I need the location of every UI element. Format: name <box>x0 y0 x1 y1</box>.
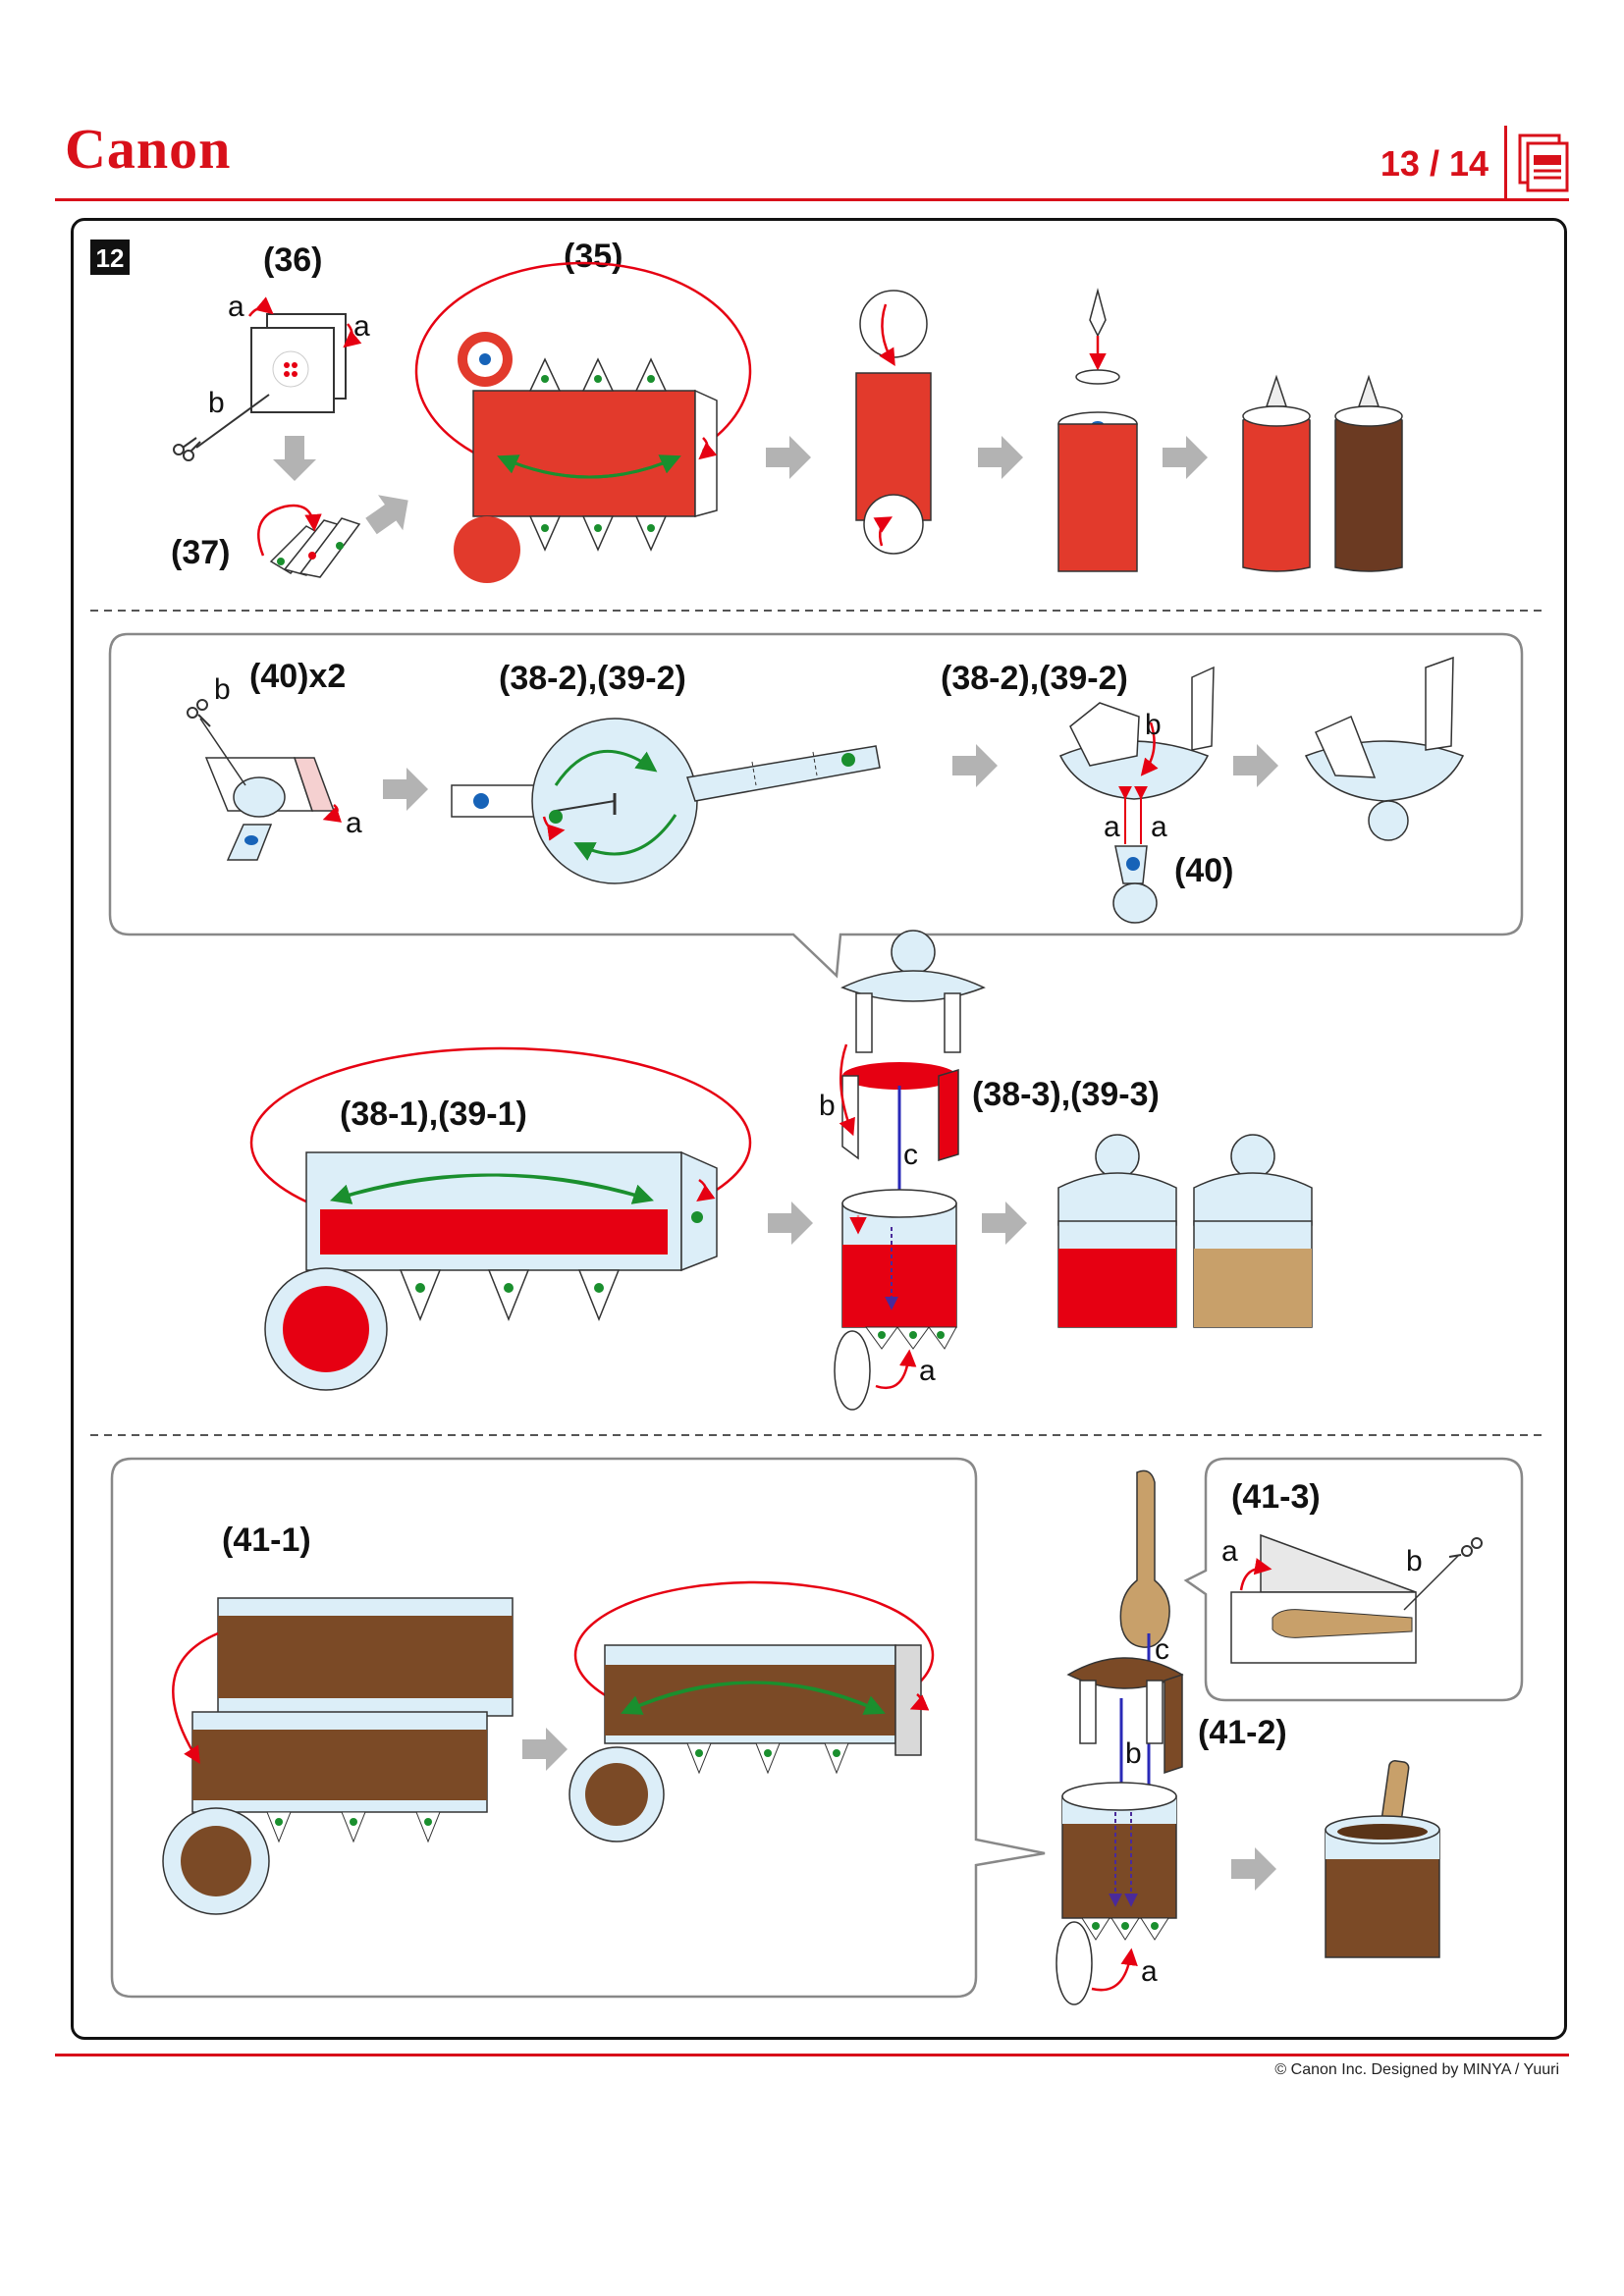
arrow-down-icon <box>273 436 316 481</box>
cut-b-label: b <box>214 673 231 706</box>
sauce-cap-assembly <box>1057 288 1138 572</box>
arrow-right-icon <box>766 436 811 479</box>
fold-a-label: a <box>1104 811 1120 843</box>
insert-c-label: c <box>903 1139 918 1171</box>
label-38-2-b: (38-2),(39-2) <box>941 660 1128 697</box>
label-41-2: (41-2) <box>1198 1714 1287 1751</box>
part-40-cutout: a b <box>199 673 362 861</box>
fold-a-label: a <box>353 310 370 343</box>
part-41-3-spoon-cut: a b <box>1221 1533 1460 1664</box>
label-41-3: (41-3) <box>1231 1478 1321 1516</box>
label-40x2: (40)x2 <box>249 658 346 695</box>
chocolate-cup-assembly: c b a <box>1056 1469 1184 2005</box>
scissors-icon <box>173 437 201 461</box>
label-36: (36) <box>263 241 322 279</box>
finished-sauce-bottles <box>1242 374 1403 572</box>
header-divider <box>1504 126 1507 198</box>
fold-a-label: a <box>228 291 244 323</box>
label-37: (37) <box>171 534 230 571</box>
part-35-net <box>414 261 752 583</box>
detail-callout-top <box>108 632 1524 979</box>
label-40: (40) <box>1174 852 1233 889</box>
fold-a-label: a <box>1221 1535 1238 1568</box>
part-38-1-net <box>249 1046 752 1391</box>
step-number: 12 <box>96 243 125 273</box>
finished-jam-jars <box>1057 1134 1313 1328</box>
footer-rule <box>55 2054 1569 2056</box>
label-41-1: (41-1) <box>222 1522 311 1559</box>
cut-b-label: b <box>208 387 225 419</box>
arrow-right-icon <box>978 436 1023 479</box>
fold-a-label: a <box>919 1355 936 1387</box>
part-37-fan <box>257 504 361 578</box>
scissors-icon <box>1448 1537 1483 1558</box>
label-38-2-a: (38-2),(39-2) <box>499 660 686 697</box>
insert-c-label: c <box>1155 1633 1169 1666</box>
document-icon[interactable] <box>1518 133 1569 192</box>
fold-a-label: a <box>1141 1955 1158 1988</box>
step-badge: 12 <box>90 240 130 275</box>
label-38-1: (38-1),(39-1) <box>340 1095 527 1133</box>
finished-chocolate-cup <box>1325 1760 1440 1958</box>
part-38-2-disc <box>451 718 881 884</box>
label-38-3: (38-3),(39-3) <box>972 1076 1160 1113</box>
fold-a-label: a <box>1151 811 1167 843</box>
jam-jar-assembly: b c a <box>819 930 986 1411</box>
scissors-icon <box>187 699 211 727</box>
part-36-cutout: a a b <box>195 291 370 449</box>
part-38-2-cone: b a a <box>1058 666 1215 924</box>
fold-b-label: b <box>1145 709 1162 741</box>
instruction-panel <box>71 218 1567 2040</box>
canon-logo: Canon <box>65 117 232 181</box>
footer-credit: © Canon Inc. Designed by MINYA / Yuuri <box>1274 2061 1559 2078</box>
arrow-right-icon <box>358 482 421 545</box>
header-rule <box>55 198 1569 201</box>
insert-b-label: b <box>1125 1737 1142 1770</box>
fold-b-label: b <box>819 1090 836 1122</box>
page-indicator: 13 / 14 <box>1380 143 1489 184</box>
part-41-1-joined <box>568 1580 935 1842</box>
arrow-right-icon <box>982 1201 1027 1245</box>
detail-callout-bottom <box>110 1457 1046 1999</box>
cut-b-label: b <box>1406 1545 1423 1577</box>
arrow-right-icon <box>768 1201 813 1245</box>
arrow-right-icon <box>1163 436 1208 479</box>
arrow-right-icon <box>1231 1847 1276 1891</box>
fold-a-label: a <box>346 807 362 839</box>
sauce-tube-rolling <box>855 290 932 555</box>
part-38-2-cone-done <box>1304 656 1465 841</box>
part-41-1-strips <box>162 1597 514 1915</box>
label-35: (35) <box>564 238 623 275</box>
